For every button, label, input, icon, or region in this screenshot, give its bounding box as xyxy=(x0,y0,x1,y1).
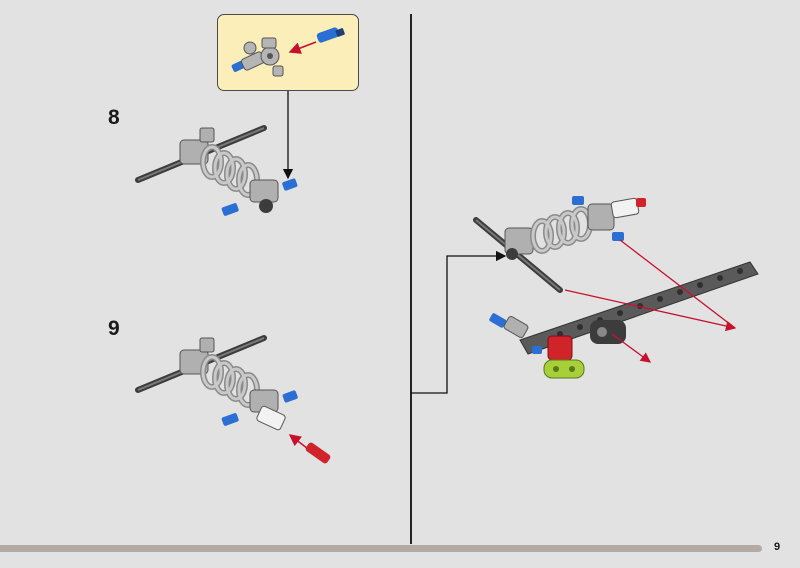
main-shock-assembly-icon xyxy=(473,196,646,293)
step-8-shock-assembly-icon xyxy=(135,125,298,216)
callout-connector-assembly-icon xyxy=(231,27,345,77)
assembly-pointer-arrow-icon xyxy=(411,250,507,394)
sub-assembly-callout xyxy=(217,14,359,91)
page-number: 9 xyxy=(774,541,781,553)
beam-assembly-icon xyxy=(489,239,759,379)
column-divider xyxy=(410,14,412,544)
page-footer-bar xyxy=(0,545,762,552)
step-9-shock-assembly-icon xyxy=(135,335,331,464)
step-number-8: 8 xyxy=(108,106,120,129)
step-number-9: 9 xyxy=(108,317,120,340)
